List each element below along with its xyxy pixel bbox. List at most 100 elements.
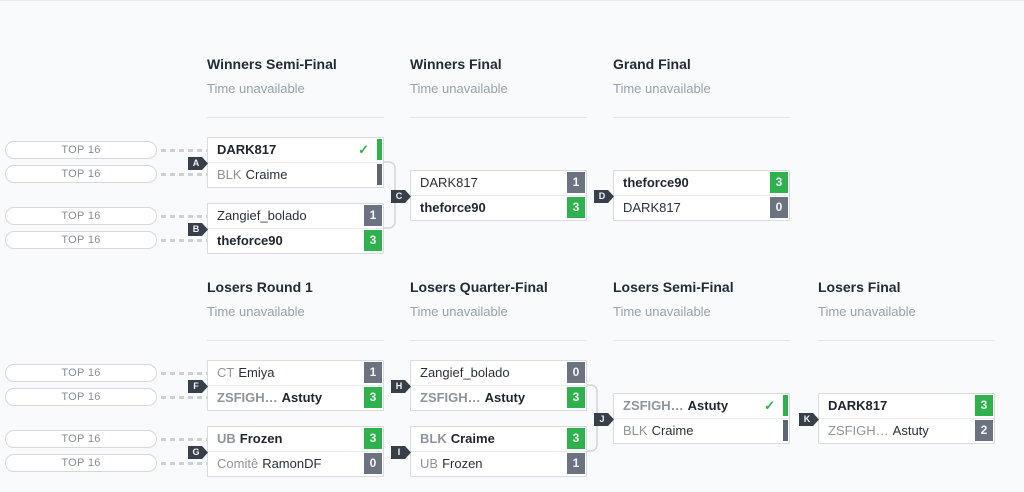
participant-row: ZSFIGH…Astuty ✓ [614, 394, 789, 418]
participant-row: Zangief_bolado 0 [411, 361, 586, 385]
round-divider [207, 117, 384, 118]
round-title: Winners Semi-Final [207, 56, 337, 72]
participant-name: Craime [450, 431, 495, 446]
participant-name: Astuty [484, 390, 526, 405]
participant-row: theforce90 3 [411, 195, 586, 220]
score-badge: 3 [975, 395, 993, 416]
round-divider [207, 340, 384, 341]
participant-name: DARK817 [217, 142, 277, 157]
participant-team-tag: ZSFIGH… [420, 390, 481, 405]
participant-row: ZSFIGH…Astuty 3 [411, 385, 586, 410]
match-k[interactable]: K DARK817 3 ZSFIGH…Astuty 2 [799, 393, 995, 444]
match-d[interactable]: D theforce90 3 DARK817 0 [594, 170, 790, 221]
check-icon: ✓ [764, 398, 775, 413]
round-time: Time unavailable [410, 81, 508, 96]
seed-pill-top16: TOP 16 [5, 165, 157, 183]
match-label-badge: K [799, 413, 819, 426]
seed-pill-top16: TOP 16 [5, 231, 157, 249]
seed-pill-top16: TOP 16 [5, 141, 157, 159]
participant-team-tag: BLK [623, 423, 648, 438]
match-label-badge: I [391, 446, 411, 459]
match-c[interactable]: C DARK817 1 theforce90 3 [391, 170, 587, 221]
match-label-badge: G [188, 446, 208, 459]
win-indicator-bar [783, 395, 788, 416]
participant-team-tag: ZSFIGH… [828, 423, 889, 438]
participant-name: DARK817 [623, 200, 681, 215]
score-badge: 0 [770, 197, 788, 218]
score-badge: 1 [567, 453, 585, 474]
round-title: Losers Semi-Final [613, 279, 734, 295]
round-divider [818, 340, 995, 341]
round-header-grand-final: Grand Final Time unavailable [613, 56, 790, 118]
seed-dash-link [161, 438, 207, 441]
round-divider [613, 340, 790, 341]
round-time: Time unavailable [613, 81, 711, 96]
round-divider [410, 340, 587, 341]
round-title: Losers Round 1 [207, 279, 313, 295]
participant-name: DARK817 [828, 398, 888, 413]
participant-name: theforce90 [217, 233, 283, 248]
score-badge: 3 [567, 197, 585, 218]
round-header-losers-final: Losers Final Time unavailable [818, 279, 995, 341]
participant-row: ZSFIGH…Astuty 2 [819, 418, 994, 443]
round-title: Winners Final [410, 56, 502, 72]
participant-row: DARK817 1 [411, 171, 586, 195]
score-badge: 0 [567, 362, 585, 383]
participant-name: Astuty [892, 423, 929, 438]
participant-team-tag: BLK [217, 167, 242, 182]
match-b[interactable]: B Zangief_bolado 1 theforce90 3 [188, 203, 384, 254]
round-divider [613, 117, 790, 118]
match-label-badge: F [188, 380, 208, 393]
participant-row: DARK817 3 [819, 394, 994, 418]
score-badge: 3 [770, 172, 788, 193]
round-header-losers-semi-final: Losers Semi-Final Time unavailable [613, 279, 790, 341]
seed-pill-top16: TOP 16 [5, 207, 157, 225]
round-header-losers-quarter-final: Losers Quarter-Final Time unavailable [410, 279, 587, 341]
match-h[interactable]: H Zangief_bolado 0 ZSFIGH…Astuty 3 [391, 360, 587, 411]
win-indicator-bar [377, 139, 382, 160]
score-badge: 3 [364, 387, 382, 408]
round-time: Time unavailable [613, 304, 711, 319]
round-title: Losers Quarter-Final [410, 279, 548, 295]
match-label-badge: B [188, 223, 208, 236]
participant-name: RamonDF [262, 456, 322, 471]
participant-name: Astuty [281, 390, 323, 405]
score-badge: 1 [364, 362, 382, 383]
seed-dash-link [161, 173, 207, 176]
score-badge: 3 [364, 428, 382, 449]
seed-dash-link [161, 462, 207, 465]
loss-indicator-bar [377, 164, 382, 185]
participant-team-tag: UB [217, 431, 236, 446]
score-badge: 3 [567, 428, 585, 449]
score-badge: 0 [364, 453, 382, 474]
participant-team-tag: ZSFIGH… [217, 390, 278, 405]
seed-pill-top16: TOP 16 [5, 388, 157, 406]
match-label-badge: H [391, 380, 411, 393]
seed-pill-top16: TOP 16 [5, 364, 157, 382]
participant-name: Craime [651, 423, 694, 438]
score-badge: 1 [364, 205, 382, 226]
seed-dash-link [161, 215, 207, 218]
participant-row: ZSFIGH…Astuty 3 [208, 385, 383, 410]
seed-dash-link [161, 239, 207, 242]
round-title: Grand Final [613, 56, 691, 72]
seed-dash-link [161, 372, 207, 375]
participant-name: theforce90 [420, 200, 486, 215]
score-badge: 3 [364, 230, 382, 251]
participant-row: Zangief_bolado 1 [208, 204, 383, 228]
seed-pill-top16: TOP 16 [5, 454, 157, 472]
participant-team-tag: ZSFIGH… [623, 398, 684, 413]
check-icon: ✓ [358, 142, 369, 157]
participant-name: Zangief_bolado [420, 365, 510, 380]
